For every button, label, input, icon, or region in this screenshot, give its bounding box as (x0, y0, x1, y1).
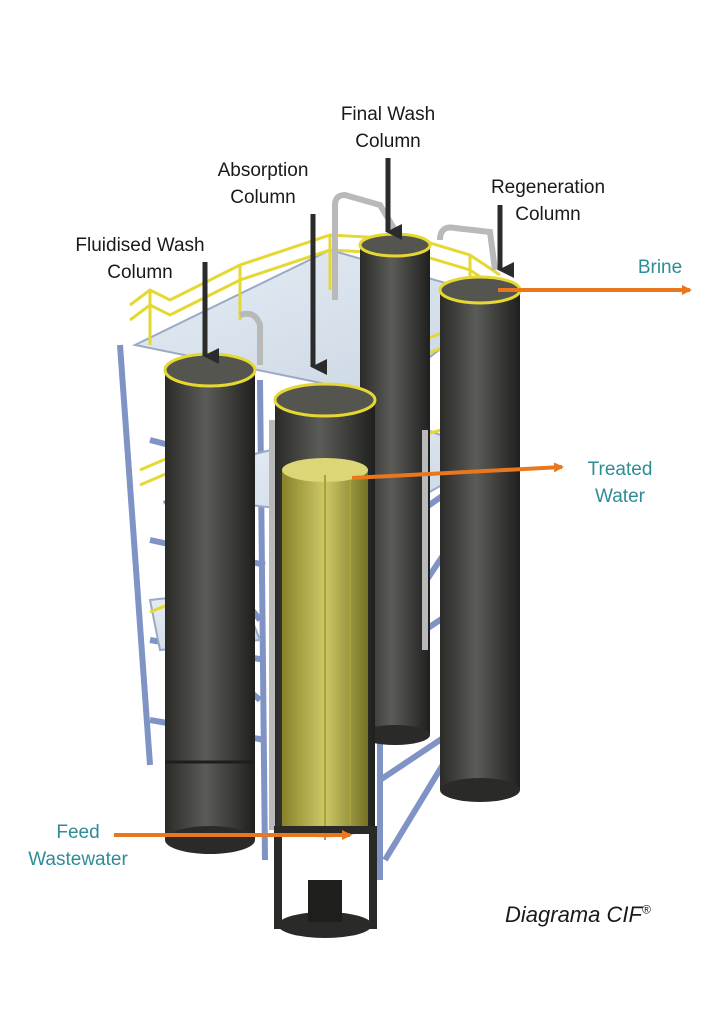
flow-arrows (114, 285, 692, 840)
piping (239, 191, 498, 830)
treated-water-arrow (351, 462, 564, 480)
fluidised-wash-label: Fluidised Wash Column (75, 235, 205, 283)
absorption-label: Absorption Column (217, 160, 309, 208)
regeneration-label: Regeneration Column (490, 177, 606, 225)
brine-label: Brine (637, 257, 683, 278)
registered-mark: ® (641, 902, 651, 917)
caption-text: Diagrama CIF (505, 902, 642, 927)
final-wash-label: Final Wash Column (340, 104, 436, 152)
fluidised-wash-column (163, 352, 257, 854)
treated-water-label: Treated Water (587, 459, 653, 507)
regeneration-column (438, 275, 522, 802)
feed-wastewater-label: Feed Wastewater (28, 822, 128, 870)
caption: Diagrama CIF® (505, 902, 651, 928)
absorption-column (273, 382, 377, 938)
pointer-arrows (202, 158, 514, 375)
